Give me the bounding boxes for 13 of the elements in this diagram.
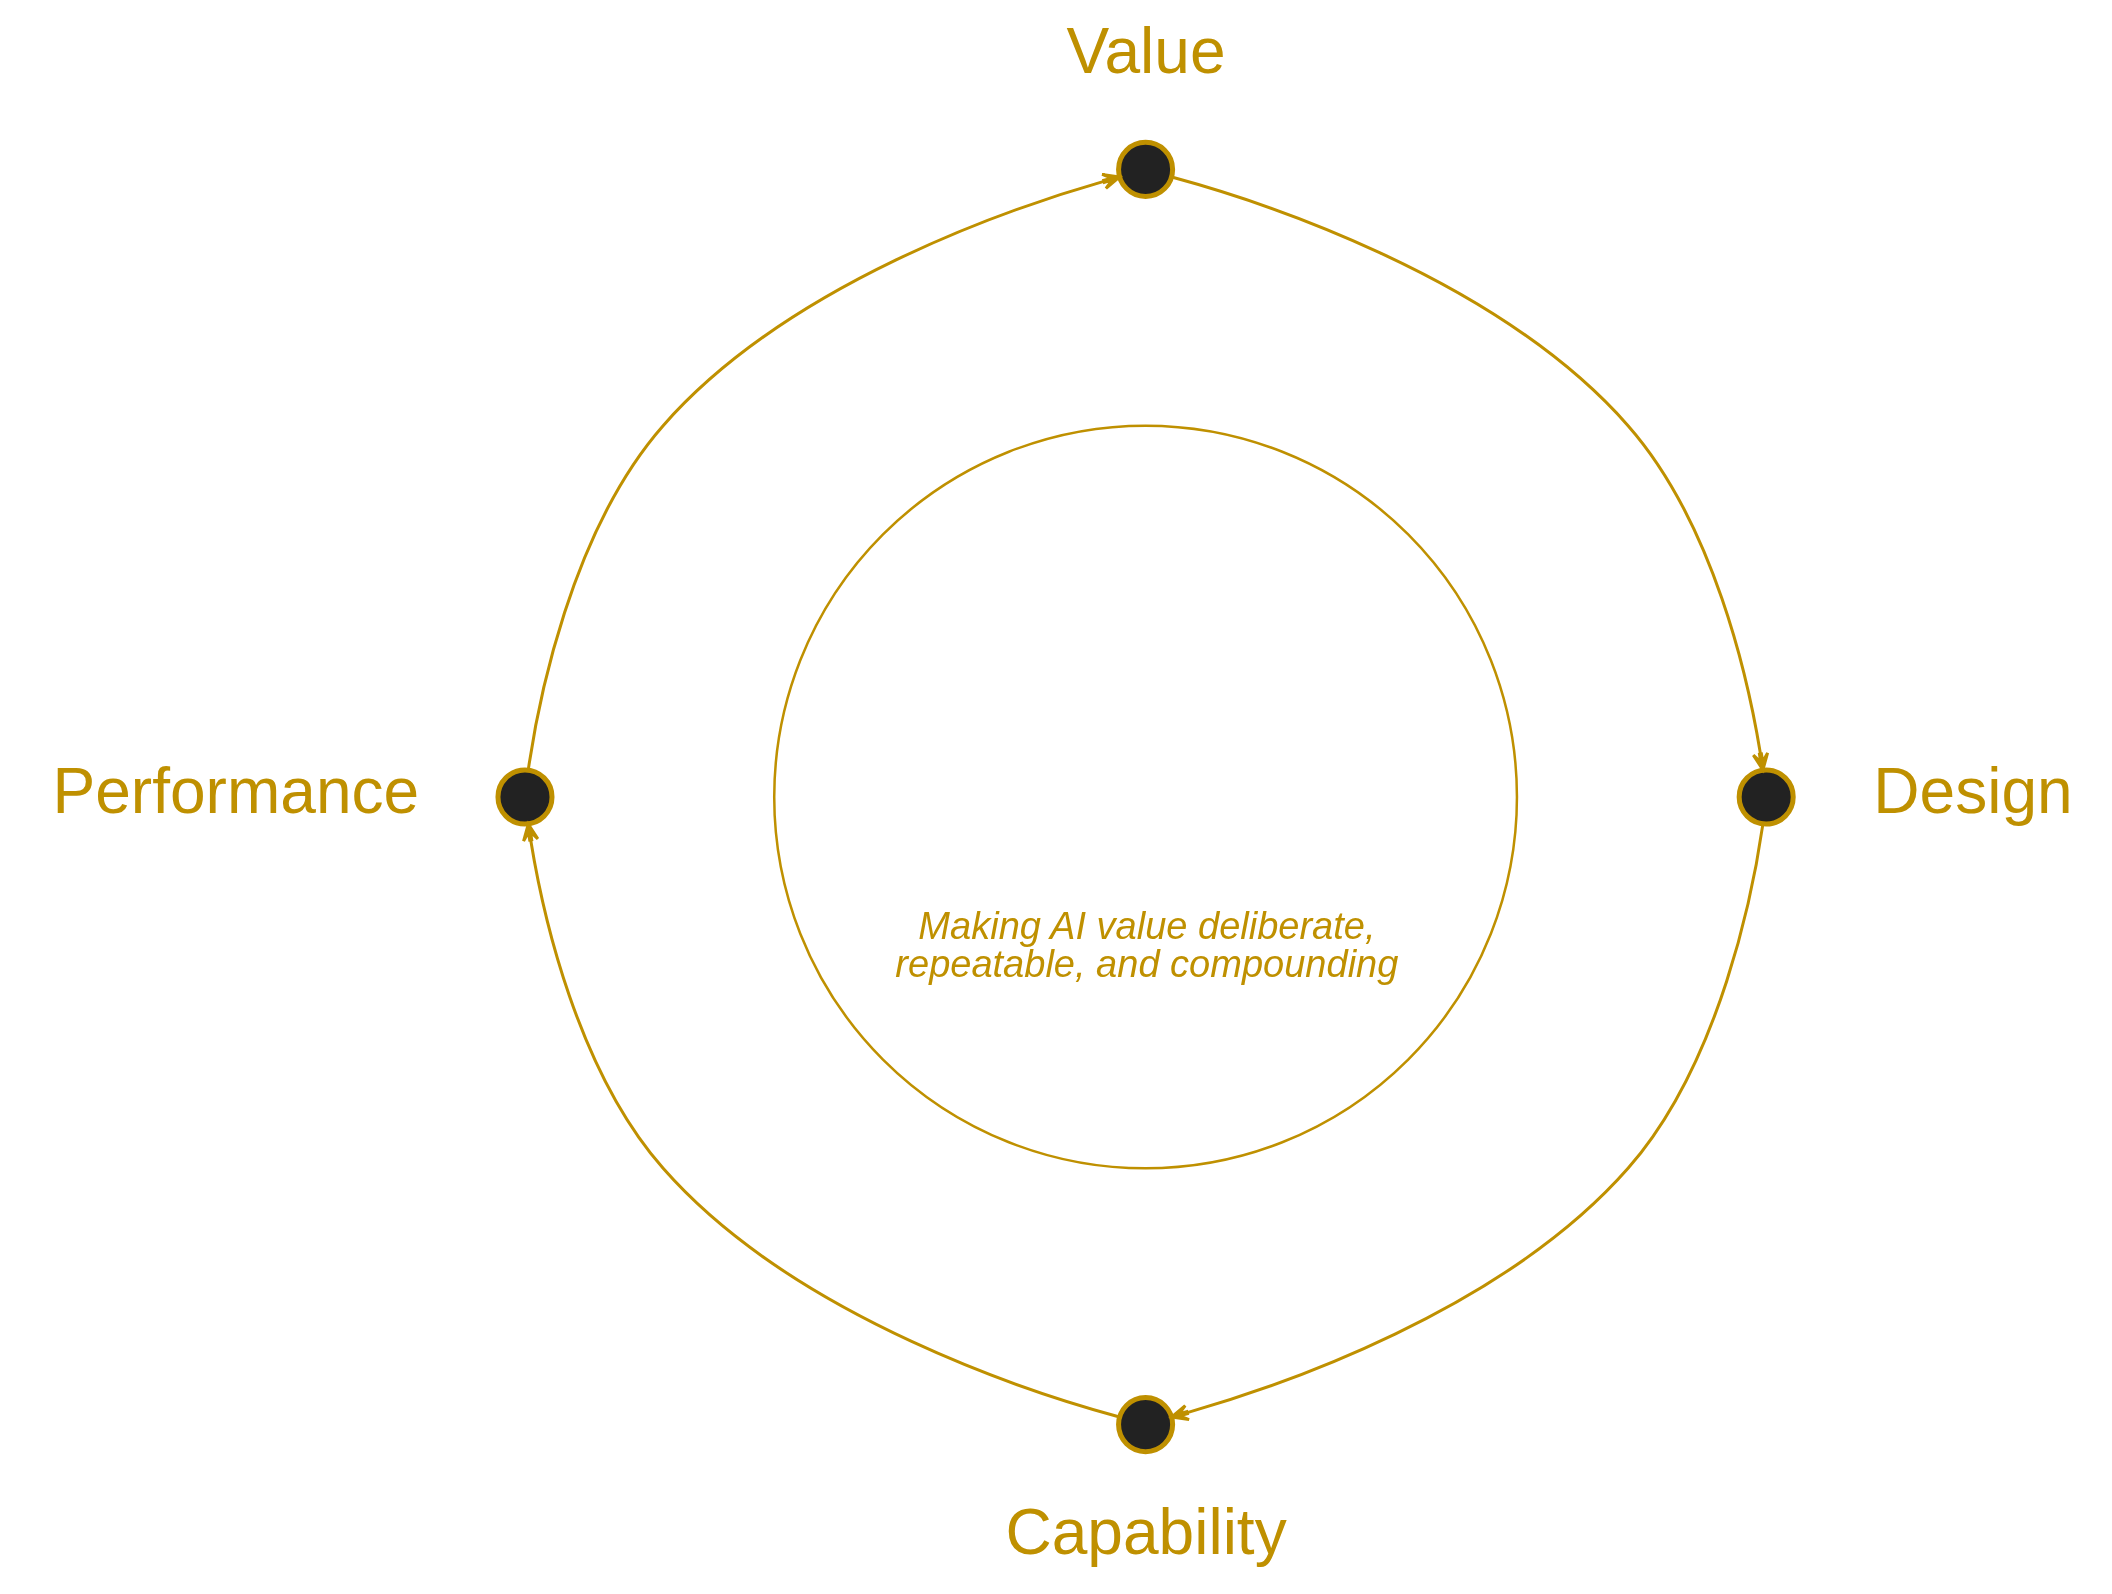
node-circle bbox=[1115, 1395, 1175, 1455]
node-circle bbox=[1736, 767, 1796, 827]
node-circle bbox=[494, 767, 554, 827]
node-label: Design bbox=[1872, 755, 2073, 828]
node-label: Performance bbox=[52, 755, 419, 828]
arrow bbox=[1169, 823, 1764, 1422]
node-circle bbox=[1115, 139, 1175, 199]
arrow bbox=[1170, 175, 1769, 772]
arrow bbox=[526, 172, 1121, 771]
node-circle: Making AI value deliberate, repeatable, and compounding bbox=[772, 424, 1518, 1170]
arrow bbox=[521, 822, 1120, 1419]
node-label: Capability bbox=[1004, 1495, 1287, 1568]
node-label: Value bbox=[1066, 14, 1226, 87]
